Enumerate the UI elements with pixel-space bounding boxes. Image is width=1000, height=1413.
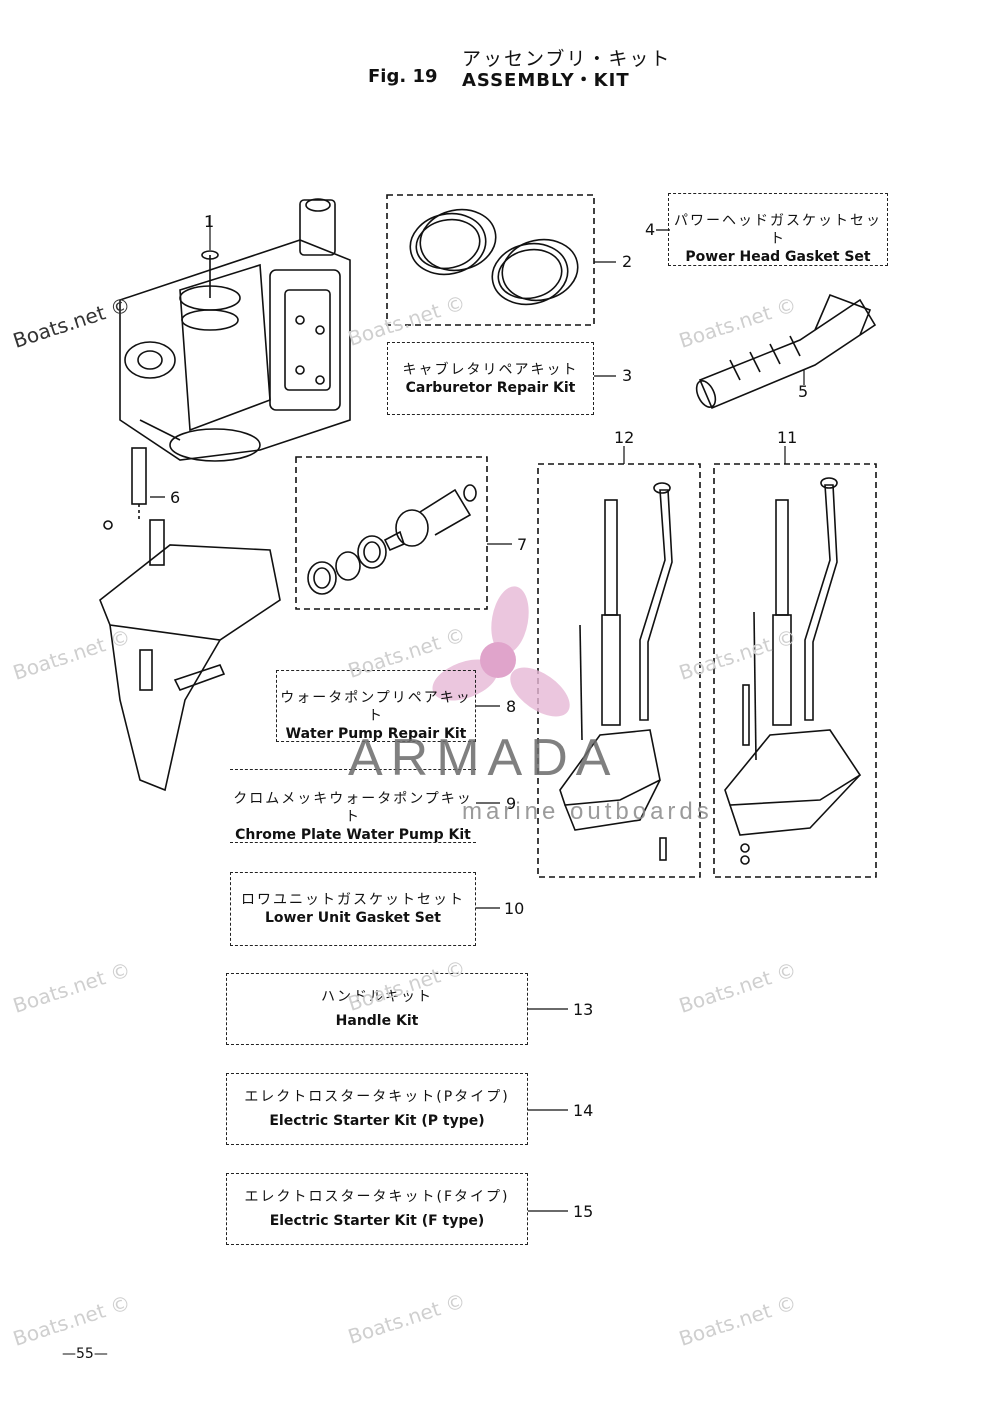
kit-box-electric-starter-p: エレクトロスタータキット(Pタイプ) Electric Starter Kit … xyxy=(226,1073,528,1145)
lower-unit-drawing xyxy=(99,447,281,792)
kit-box-power-head-gasket: パワーヘッドガスケットセット Power Head Gasket Set xyxy=(668,193,888,266)
handle-grip-drawing xyxy=(695,293,877,410)
kit-box-chrome-water-pump: クロムメッキウォータポンプキット Chrome Plate Water Pump… xyxy=(230,769,476,843)
callout-10: 10 xyxy=(504,899,525,918)
callout-4: 4 xyxy=(645,220,656,239)
callout-7: 7 xyxy=(517,535,528,554)
kit-label-jp: ウォータポンプリペアキット xyxy=(280,690,472,724)
power-head-drawing xyxy=(119,198,351,462)
figure-title-en: ASSEMBLY・KIT xyxy=(462,70,630,91)
armada-logo-text: ARMADA xyxy=(348,729,619,787)
kit-box-handle: ハンドルキット Handle Kit xyxy=(226,973,528,1045)
page-number: —55— xyxy=(62,1346,108,1362)
callout-5: 5 xyxy=(798,382,809,401)
kit-label-jp: エレクトロスタータキット(Fタイプ) xyxy=(244,1189,510,1205)
callout-11: 11 xyxy=(777,428,798,447)
driveshaft-assy-11-drawing xyxy=(724,477,862,865)
kit-box-carburetor-repair: キャブレタリペアキット Carburetor Repair Kit xyxy=(387,342,594,415)
kit-label-en: Electric Starter Kit (P type) xyxy=(269,1113,485,1129)
callout-15: 15 xyxy=(573,1202,594,1221)
piston-rings-drawing xyxy=(409,208,579,306)
kit-label-en: Lower Unit Gasket Set xyxy=(265,910,441,926)
callout-9: 9 xyxy=(506,794,517,813)
kit-label-jp: キャブレタリペアキット xyxy=(402,362,579,378)
callout-2: 2 xyxy=(622,252,633,271)
water-pump-parts-drawing xyxy=(307,484,477,595)
piston-ring-box xyxy=(386,194,595,326)
kit-label-en: Electric Starter Kit (F type) xyxy=(269,1213,485,1229)
kit-label-jp: ロワユニットガスケットセット xyxy=(241,892,465,908)
driveshaft-box-12 xyxy=(537,463,701,878)
kit-label-jp: エレクトロスタータキット(Pタイプ) xyxy=(244,1089,510,1105)
callout-6: 6 xyxy=(170,488,181,507)
callout-13: 13 xyxy=(573,1000,594,1019)
kit-label-jp: ハンドルキット xyxy=(321,989,433,1005)
callout-3: 3 xyxy=(622,366,633,385)
driveshaft-box-11 xyxy=(713,463,877,878)
kit-label-en: Water Pump Repair Kit xyxy=(285,726,467,742)
kit-label-en: Power Head Gasket Set xyxy=(685,249,871,265)
callout-14: 14 xyxy=(573,1101,594,1120)
figure-number: Fig. 19 xyxy=(368,66,438,87)
kit-label-jp: クロムメッキウォータポンプキット xyxy=(233,791,473,825)
kit-label-en: Carburetor Repair Kit xyxy=(405,380,576,396)
callout-1: 1 xyxy=(204,212,215,231)
kit-label-en: Handle Kit xyxy=(335,1013,419,1029)
callout-8: 8 xyxy=(506,697,517,716)
armada-propeller-logo xyxy=(432,586,570,717)
kit-box-lower-unit-gasket: ロワユニットガスケットセット Lower Unit Gasket Set xyxy=(230,872,476,946)
kit-box-electric-starter-f: エレクトロスタータキット(Fタイプ) Electric Starter Kit … xyxy=(226,1173,528,1245)
kit-label-jp: パワーヘッドガスケットセット xyxy=(674,213,882,247)
driveshaft-assy-12-drawing xyxy=(559,482,673,861)
kit-box-water-pump-repair: ウォータポンプリペアキット Water Pump Repair Kit xyxy=(276,670,476,742)
callout-12: 12 xyxy=(614,428,635,447)
armada-logo-subtitle: marine outboards xyxy=(462,798,713,825)
kit-label-en: Chrome Plate Water Pump Kit xyxy=(235,827,471,843)
figure-title-jp: アッセンブリ・キット xyxy=(462,48,672,70)
water-pump-box xyxy=(295,456,488,610)
